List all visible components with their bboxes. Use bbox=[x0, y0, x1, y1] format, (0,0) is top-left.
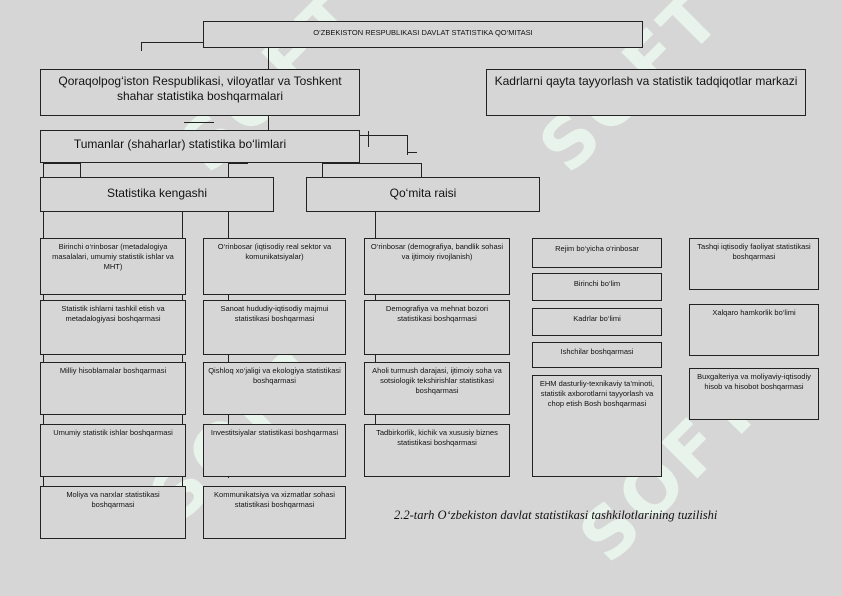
regional-administrations-label: Qoraqolpog‘iston Respublikasi, viloyatla… bbox=[58, 74, 342, 103]
regime-deputy-label: Rejim bo‘yicha o‘rinbosar bbox=[555, 244, 639, 253]
connector bbox=[407, 135, 408, 155]
district-departments-label: Tumanlar (shaharlar) statistika bo‘limla… bbox=[73, 137, 287, 151]
state-statistics-committee-box: O‘ZBEKISTON RESPUBLIKASI DAVLAT STATISTI… bbox=[203, 21, 643, 48]
connector bbox=[228, 163, 248, 164]
statistics-council-box: Statistika kengashi bbox=[40, 177, 274, 212]
industry-statistics-box: Sanoat hududiy-iqtisodiy majmui statisti… bbox=[203, 300, 346, 355]
general-statistics-label: Umumiy statistik ishlar boshqarmasi bbox=[53, 428, 173, 437]
general-statistics-box: Umumiy statistik ishlar boshqarmasi bbox=[40, 424, 186, 477]
national-accounts-box: Milliy hisoblamalar boshqarmasi bbox=[40, 362, 186, 415]
statistics-council-label: Statistika kengashi bbox=[106, 186, 208, 200]
regional-administrations-box: Qoraqolpog‘iston Respublikasi, viloyatla… bbox=[40, 69, 360, 116]
deputy-real-sector-label: O‘rinbosar (iqtisodiy real sektor va kom… bbox=[217, 242, 332, 261]
deputy-real-sector-box: O‘rinbosar (iqtisodiy real sektor va kom… bbox=[203, 238, 346, 295]
district-departments-box: Tumanlar (shaharlar) statistika bo‘limla… bbox=[40, 130, 360, 163]
workers-administration-label: Ishchilar boshqarmasi bbox=[560, 347, 634, 356]
training-center-label: Kadrlarni qayta tayyorlash va statistik … bbox=[494, 74, 798, 88]
demography-labor-label: Demografiya va mehnat bozori statistikas… bbox=[385, 304, 489, 323]
agriculture-ecology-label: Qishloq xo‘jaligi va ekologiya statistik… bbox=[208, 366, 341, 385]
committee-title: O‘ZBEKISTON RESPUBLIKASI DAVLAT STATISTI… bbox=[313, 28, 533, 37]
figure-caption: 2.2-tarh O‘zbekiston davlat statistikasi… bbox=[394, 508, 718, 522]
agriculture-ecology-box: Qishloq xo‘jaligi va ekologiya statistik… bbox=[203, 362, 346, 415]
committee-chairman-box: Qo‘mita raisi bbox=[306, 177, 540, 212]
connector bbox=[43, 163, 81, 164]
connector bbox=[80, 163, 81, 177]
national-accounts-label: Milliy hisoblamalar boshqarmasi bbox=[59, 366, 167, 375]
connector bbox=[141, 42, 142, 51]
training-center-box: Kadrlarni qayta tayyorlash va statistik … bbox=[486, 69, 806, 116]
computing-main-administration-label: EHM dasturliy-texnikaviy ta’minoti, stat… bbox=[539, 379, 655, 408]
first-deputy-label: Birinchi o‘rinbosar (metadalogiya masala… bbox=[52, 242, 174, 271]
connector bbox=[184, 122, 214, 123]
finance-prices-label: Moliya va narxlar statistikasi boshqarma… bbox=[66, 490, 160, 509]
organization-methodology-box: Statistik ishlarni tashkil etish va meta… bbox=[40, 300, 186, 355]
international-cooperation-box: Xalqaro hamkorlik bo‘limi bbox=[689, 304, 819, 356]
entrepreneurship-label: Tadbirkorlik, kichik va xususiy biznes s… bbox=[376, 428, 498, 447]
connector bbox=[421, 163, 422, 177]
workers-administration-box: Ishchilar boshqarmasi bbox=[532, 342, 662, 368]
connector bbox=[322, 163, 323, 177]
deputy-demography-box: O‘rinbosar (demografiya, bandlik sohasi … bbox=[364, 238, 510, 295]
personnel-department-label: Kadrlar bo‘limi bbox=[573, 314, 621, 323]
investment-statistics-label: Investitsiyalar statistikasi boshqarmasi bbox=[210, 428, 339, 437]
connector bbox=[368, 131, 369, 147]
first-department-box: Birinchi bo‘lim bbox=[532, 273, 662, 301]
international-cooperation-label: Xalqaro hamkorlik bo‘limi bbox=[712, 308, 796, 317]
finance-prices-box: Moliya va narxlar statistikasi boshqarma… bbox=[40, 486, 186, 539]
communication-services-box: Kommunikatsiya va xizmatlar sohasi stati… bbox=[203, 486, 346, 539]
living-standards-box: Aholi turmush darajasi, ijtimoiy soha va… bbox=[364, 362, 510, 415]
organization-methodology-label: Statistik ishlarni tashkil etish va meta… bbox=[61, 304, 165, 323]
personnel-department-box: Kadrlar bo‘limi bbox=[532, 308, 662, 336]
communication-services-label: Kommunikatsiya va xizmatlar sohasi stati… bbox=[214, 490, 335, 509]
investment-statistics-box: Investitsiyalar statistikasi boshqarmasi bbox=[203, 424, 346, 477]
first-deputy-box: Birinchi o‘rinbosar (metadalogiya masala… bbox=[40, 238, 186, 295]
entrepreneurship-box: Tadbirkorlik, kichik va xususiy biznes s… bbox=[364, 424, 510, 477]
demography-labor-box: Demografiya va mehnat bozori statistikas… bbox=[364, 300, 510, 355]
computing-main-administration-box: EHM dasturliy-texnikaviy ta’minoti, stat… bbox=[532, 375, 662, 477]
connector bbox=[322, 163, 422, 164]
first-department-label: Birinchi bo‘lim bbox=[573, 279, 621, 288]
deputy-demography-label: O‘rinbosar (demografiya, bandlik sohasi … bbox=[370, 242, 504, 261]
accounting-box: Buxgalteriya va moliyaviy-iqtisodiy hiso… bbox=[689, 368, 819, 420]
regime-deputy-box: Rejim bo‘yicha o‘rinbosar bbox=[532, 238, 662, 268]
committee-chairman-label: Qo‘mita raisi bbox=[389, 186, 457, 200]
living-standards-label: Aholi turmush darajasi, ijtimoiy soha va… bbox=[372, 366, 502, 395]
connector bbox=[407, 152, 417, 153]
foreign-trade-box: Tashqi iqtisodiy faoliyat statistikasi b… bbox=[689, 238, 819, 290]
connector bbox=[141, 42, 203, 43]
industry-statistics-label: Sanoat hududiy-iqtisodiy majmui statisti… bbox=[220, 304, 329, 323]
accounting-label: Buxgalteriya va moliyaviy-iqtisodiy hiso… bbox=[697, 372, 811, 391]
foreign-trade-label: Tashqi iqtisodiy faoliyat statistikasi b… bbox=[697, 242, 811, 261]
